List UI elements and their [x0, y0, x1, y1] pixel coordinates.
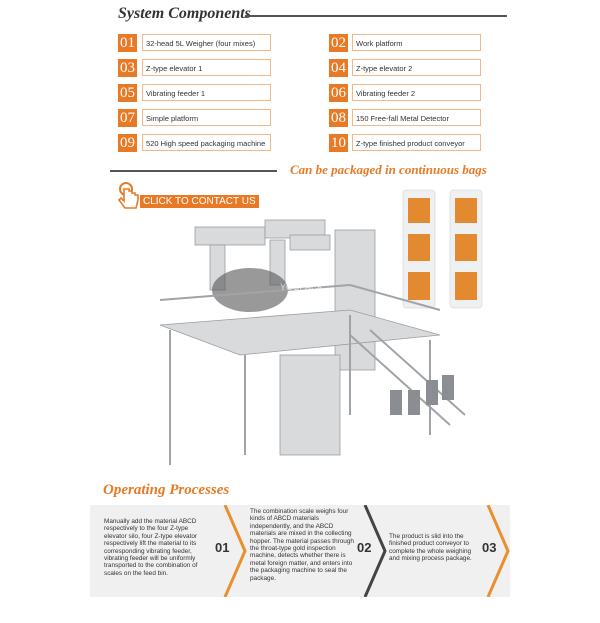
component-label: Z-type elevator 1 [142, 59, 271, 76]
component-label: Work platform [352, 34, 481, 51]
component-label: 32-head 5L Weigher (four mixes) [142, 34, 271, 51]
system-components-title: System Components [118, 5, 251, 22]
process-step-3: The product is slid into the finished pr… [389, 533, 481, 623]
component-number: 01 [118, 34, 137, 52]
component-number: 05 [118, 84, 137, 102]
component-label: Vibrating feeder 2 [352, 84, 481, 101]
process-step-2: The combination scale weighs four kinds … [250, 508, 355, 598]
contact-label: CLICK TO CONTACT US [140, 195, 259, 208]
step-text: The combination scale weighs four kinds … [250, 508, 354, 582]
component-label: Vibrating feeder 1 [142, 84, 271, 101]
step-text: The product is slid into the finished pr… [389, 533, 472, 563]
step-number: 01 [215, 540, 230, 555]
component-label: Simple platform [142, 109, 271, 126]
component-number: 03 [118, 59, 137, 77]
contact-button[interactable]: CLICK TO CONTACT US [118, 182, 259, 210]
packaging-note: Can be packaged in continuous bags [290, 162, 487, 177]
product-bags-image [402, 189, 483, 309]
machine-image: YOUPACK [159, 219, 466, 465]
chevron-01 [223, 505, 247, 597]
component-number: 09 [118, 134, 137, 152]
process-band [90, 505, 510, 597]
component-label: Z-type finished product conveyor [352, 134, 481, 151]
hand-pointer-icon [118, 182, 139, 209]
component-number: 06 [329, 84, 348, 102]
step-text: Manually add the material ABCD respectiv… [104, 518, 198, 577]
component-number: 04 [329, 59, 348, 77]
watermark: YOUPACK [280, 282, 323, 292]
title-rule [245, 15, 507, 17]
chevron-02 [363, 505, 387, 597]
component-number: 02 [329, 34, 348, 52]
component-number: 07 [118, 109, 137, 127]
operating-processes-title: Operating Processes [103, 482, 230, 498]
divider-line [110, 170, 277, 172]
component-label: Z-type elevator 2 [352, 59, 481, 76]
component-number: 10 [329, 134, 348, 152]
step-number: 02 [357, 540, 372, 555]
step-number: 03 [482, 540, 497, 555]
component-number: 08 [329, 109, 348, 127]
process-step-1: Manually add the material ABCD respectiv… [104, 518, 204, 608]
component-label: 520 High speed packaging machine [142, 134, 271, 151]
component-label: 150 Free-fall Metal Detector [352, 109, 481, 126]
chevron-03 [486, 505, 510, 597]
